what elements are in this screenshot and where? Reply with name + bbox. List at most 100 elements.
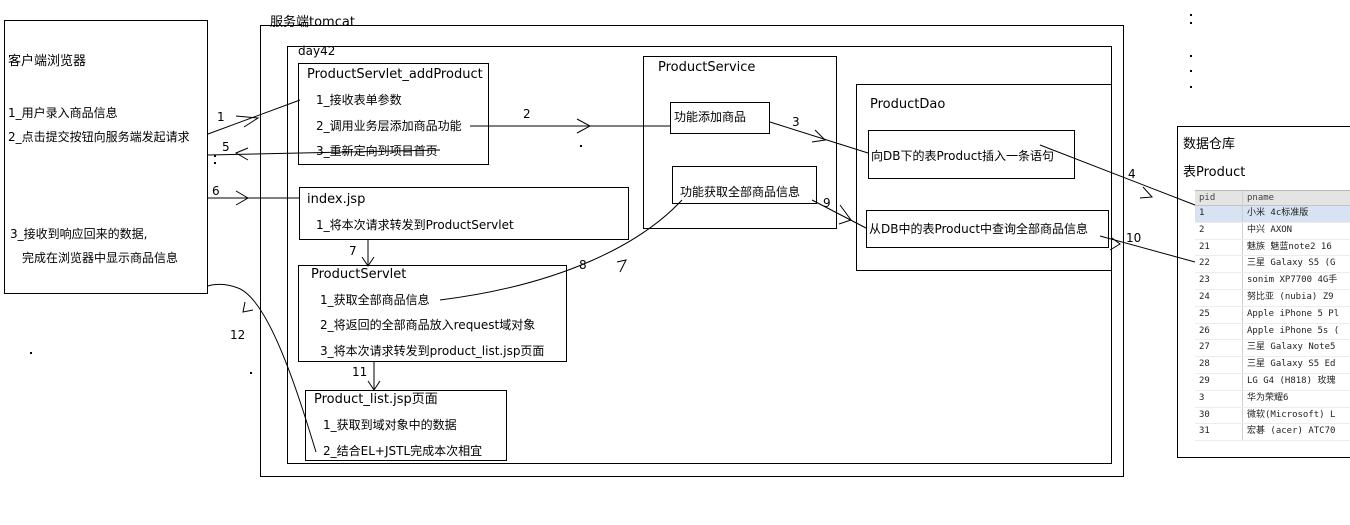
table-row: 22 三星 Galaxy S5 (G	[1195, 256, 1350, 274]
cell-pid: 31	[1195, 424, 1243, 441]
server-tomcat-box	[260, 25, 1124, 477]
product-service-box	[643, 56, 837, 229]
cell-pname: 微软(Microsoft) L	[1247, 409, 1336, 420]
service-add-label: 功能添加商品	[674, 110, 747, 124]
servlet-add-product-title: ProductServlet_addProduct	[307, 67, 483, 82]
cell-pid: 30	[1195, 407, 1243, 424]
arrow-12	[207, 283, 317, 453]
product-list-page-title: Product_list.jsp页面	[314, 392, 438, 407]
server-tomcat-title: 服务端tomcat	[270, 15, 355, 30]
cell-pid: 21	[1195, 239, 1243, 256]
client-browser-box	[4, 20, 208, 294]
table-row: 28 三星 Galaxy S5 Ed	[1195, 357, 1350, 374]
table-row: 23 sonim XP7700 4G手	[1195, 273, 1350, 290]
table-row: 26 Apple iPhone 5s (	[1195, 323, 1350, 341]
arrow-5	[207, 149, 441, 156]
client-step-3: 3_接收到响应回来的数据,	[10, 227, 148, 241]
cell-pid: 29	[1195, 373, 1243, 390]
step-label-4: 4	[1128, 167, 1136, 181]
table-row: 1 小米 4c标准版	[1195, 206, 1350, 223]
servlet-add-step-1: 1_接收表单参数	[316, 93, 402, 107]
arrow-3	[769, 121, 869, 154]
servlet-add-step-3: 3_重新定向到项目首页	[316, 144, 438, 158]
product-servlet-step-3: 3_将本次请求转发到product_list.jsp页面	[320, 344, 545, 358]
table-row: 31 宏碁 (acer) ATC70	[1195, 424, 1350, 441]
cell-pname: 中兴 AXON	[1247, 224, 1293, 235]
dao-query-label: 从DB中的表Product中查询全部商品信息	[869, 222, 1089, 236]
cell-pname: 三星 Galaxy S5 (G	[1247, 258, 1336, 269]
product-servlet-box	[298, 265, 567, 362]
index-jsp-box	[299, 187, 629, 240]
cell-pid: 24	[1195, 289, 1243, 306]
client-browser-title: 客户端浏览器	[8, 54, 87, 69]
index-jsp-title: index.jsp	[307, 192, 366, 207]
dao-insert-label: 向DB下的表Product插入一条语句	[871, 149, 1055, 163]
step-label-10: 10	[1126, 231, 1142, 245]
product-service-title: ProductService	[658, 60, 756, 75]
column-pid: pid	[1195, 191, 1243, 205]
column-pname: pname	[1247, 193, 1275, 203]
cell-pid: 2	[1195, 222, 1243, 239]
table-row: 27 三星 Galaxy Note5	[1195, 340, 1350, 358]
step-label-12: 12	[230, 328, 246, 342]
cell-pid: 3	[1195, 390, 1243, 407]
product-list-page-box	[305, 390, 507, 461]
client-step-3-cont: 完成在浏览器中显示商品信息	[22, 251, 179, 265]
project-title: day42	[298, 44, 336, 58]
table-product-title: 表Product	[1183, 165, 1246, 180]
product-servlet-step-1: 1_获取全部商品信息	[320, 293, 430, 307]
arrow-1	[207, 99, 301, 135]
product-list-step-1: 1_获取到域对象中的数据	[323, 418, 457, 432]
cell-pname: 魅族 魅蓝note2 16	[1247, 241, 1332, 252]
step-label-6: 6	[212, 184, 220, 198]
product-list-step-2: 2_结合EL+JSTL完成本次相宜	[323, 444, 483, 458]
step-label-7: 7	[349, 244, 357, 258]
cell-pname: Apple iPhone 5 Pl	[1247, 308, 1340, 319]
cell-pname: LG G4 (H818) 玫瑰	[1247, 375, 1336, 386]
product-servlet-step-2: 2_将返回的全部商品放入request域对象	[320, 318, 536, 332]
cell-pname: 华为荣耀6	[1247, 392, 1289, 403]
cell-pname: Apple iPhone 5s (	[1247, 325, 1340, 336]
arrow-9	[811, 199, 867, 229]
table-row: 24 努比亚 (nubia) Z9	[1195, 289, 1350, 307]
cell-pname: 宏碁 (acer) ATC70	[1247, 426, 1336, 437]
cell-pid: 27	[1195, 340, 1243, 357]
step-label-9: 9	[823, 196, 831, 210]
table-row: 25 Apple iPhone 5 Pl	[1195, 306, 1350, 324]
step-label-5: 5	[222, 140, 230, 154]
service-get-all-box	[672, 166, 817, 204]
cell-pname: 三星 Galaxy S5 Ed	[1247, 359, 1336, 370]
cell-pname: 三星 Galaxy Note5	[1247, 342, 1336, 353]
servlet-add-step-2: 2_调用业务层添加商品功能	[316, 119, 462, 133]
service-get-all-label: 功能获取全部商品信息	[680, 185, 801, 199]
cell-pid: 26	[1195, 323, 1243, 340]
database-title: 数据仓库	[1183, 137, 1236, 152]
step-label-1: 1	[217, 110, 225, 124]
table-row: 21 魅族 魅蓝note2 16	[1195, 239, 1350, 257]
cell-pname: 小米 4c标准版	[1247, 208, 1309, 218]
cell-pname: sonim XP7700 4G手	[1247, 275, 1338, 286]
table-row: 29 LG G4 (H818) 玫瑰	[1195, 373, 1350, 391]
table-row: 2 中兴 AXON	[1195, 222, 1350, 240]
cell-pid: 23	[1195, 273, 1243, 289]
product-servlet-title: ProductServlet	[311, 267, 407, 282]
step-label-11: 11	[352, 365, 368, 379]
index-jsp-step-1: 1_将本次请求转发到ProductServlet	[316, 218, 514, 232]
service-add-box	[670, 102, 770, 134]
product-dao-title: ProductDao	[870, 97, 946, 112]
cell-pid: 1	[1195, 206, 1243, 222]
servlet-add-product-box	[298, 63, 489, 165]
cell-pid: 22	[1195, 256, 1243, 273]
table-row: 3 华为荣耀6	[1195, 390, 1350, 408]
product-table-header: pid pname	[1195, 191, 1350, 206]
cell-pname: 努比亚 (nubia) Z9	[1247, 291, 1334, 302]
step-label-2: 2	[523, 107, 531, 121]
database-box	[1177, 126, 1350, 458]
cell-pid: 28	[1195, 357, 1243, 373]
product-dao-box	[856, 84, 1112, 271]
step-label-3: 3	[792, 115, 800, 129]
cell-pid: 25	[1195, 306, 1243, 323]
client-step-2: 2_点击提交按钮向服务端发起请求	[8, 130, 190, 144]
arrow-8	[439, 199, 683, 301]
